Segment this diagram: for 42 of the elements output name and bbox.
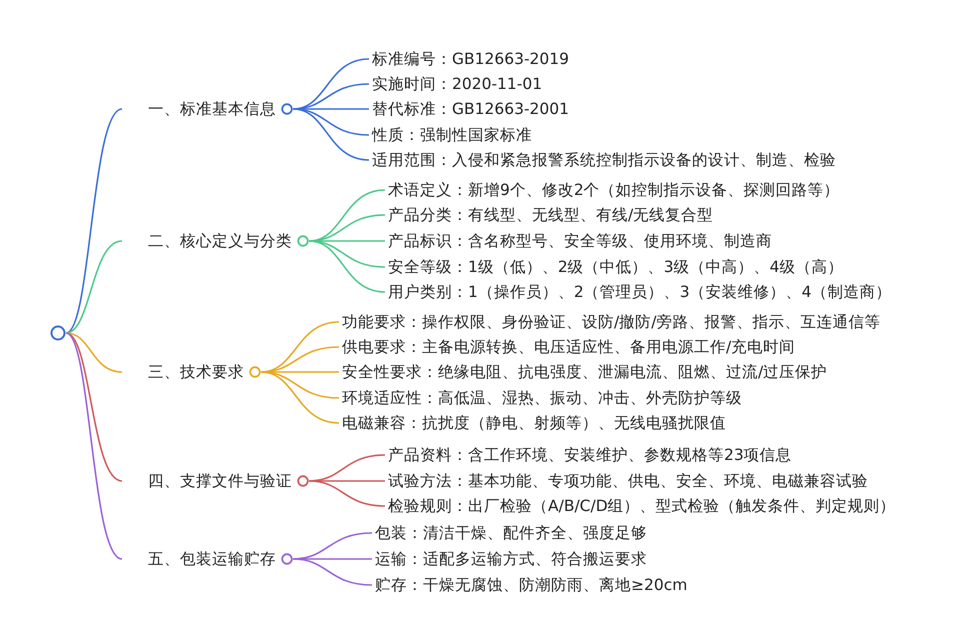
connector-line [308,240,386,293]
root-circle [50,325,66,341]
branch-label: 一、标准基本信息 [148,99,276,120]
leaf-label: 标准编号：GB12663-2019 [369,48,569,70]
connector-line [260,371,340,424]
connector-line [309,240,385,242]
connector-line [66,332,122,482]
leaf-label: 供电要求：主备电源转换、电压适应性、备用电源工作/充电时间 [339,336,796,358]
leaf-label: 产品资料：含工作环境、安装维护、参数规格等23项信息 [385,444,792,466]
leaf-label: 功能要求：操作权限、身份验证、设防/撤防/旁路、报警、指示、互连通信等 [339,311,880,333]
leaf-label: 产品标识：含名称型号、安全等级、使用环境、制造商 [385,230,772,252]
leaf-label: 贮存：干燥无腐蚀、防潮防雨、离地≥20cm [372,574,688,596]
leaf-label: 检验规则：出厂检验（A/B/C/D组）、型式检验（触发条件、判定规则） [385,495,896,517]
branch-label: 五、包装运输贮存 [148,549,276,570]
branch-label: 二、核心定义与分类 [148,231,292,252]
connector-line [293,108,369,110]
connector-line [66,332,122,373]
leaf-label: 实施时间：2020-11-01 [369,73,542,95]
leaf-label: 环境适应性：高低温、湿热、振动、冲击、外壳防护等级 [339,387,742,409]
connector-line [309,480,385,482]
leaf-label: 安全性要求：绝缘电阻、抗电强度、泄漏电流、阻燃、过流/过压保护 [339,361,828,383]
leaf-label: 适用范围：入侵和紧急报警系统控制指示设备的设计、制造、检验 [369,149,836,171]
leaf-label: 替代标准：GB12663-2001 [369,98,569,120]
connector-line [308,480,386,507]
branch-label: 四、支撑文件与验证 [148,471,292,492]
connector-line [293,558,372,560]
connector-line [66,240,122,334]
connector-line [261,371,339,373]
connector-line [292,558,372,586]
leaf-label: 产品分类：有线型、无线型、有线/无线复合型 [385,204,714,226]
leaf-label: 包装：清洁干燥、配件齐全、强度足够 [372,522,647,544]
connector-line [66,332,122,560]
leaf-label: 运输：适配多运输方式、符合搬运要求 [372,548,647,570]
connector-line [66,108,122,334]
connector-line [292,108,370,161]
branch-label: 三、技术要求 [148,362,244,383]
leaf-label: 用户类别：1（操作员）、2（管理员）、3（安装维修）、4（制造商） [385,281,892,303]
leaf-label: 性质：强制性国家标准 [369,124,532,146]
leaf-label: 安全等级：1级（低）、2级（中低）、3级（中高）、4级（高） [385,256,844,278]
leaf-label: 试验方法：基本功能、专项功能、供电、安全、环境、电磁兼容试验 [385,470,868,492]
leaf-label: 术语定义：新增9个、修改2个（如控制指示设备、探测回路等） [385,179,840,201]
leaf-label: 电磁兼容：抗扰度（静电、射频等）、无线电骚扰限值 [339,412,726,434]
